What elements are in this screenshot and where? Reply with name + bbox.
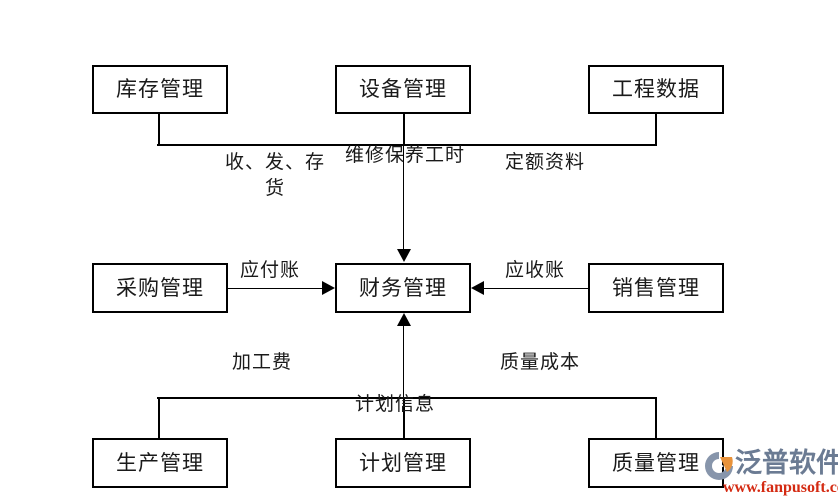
node-equipment-label: 设备管理 (359, 77, 447, 101)
node-finance-label: 财务管理 (359, 275, 447, 300)
watermark-url: www.fanpusoft.com (723, 479, 838, 496)
edge-label-maintenance-hours: 维修保养工时 (345, 145, 466, 166)
connector-top-to-finance (403, 144, 404, 251)
node-purchasing[interactable]: 采购管理 (92, 263, 228, 313)
edge-label-receipt-issue-stock: 收、发、存 货 (224, 152, 325, 199)
arrowhead-sales-to-finance (471, 281, 484, 295)
connector-production-riser (158, 397, 160, 439)
connector-bottom-to-finance (403, 326, 404, 397)
node-production-label: 生产管理 (116, 450, 204, 475)
node-planning-label: 计划管理 (359, 450, 447, 475)
connector-engineering-drop (655, 114, 657, 145)
connector-quality-riser (655, 397, 657, 439)
connector-purchasing-to-finance (228, 288, 323, 289)
fanpusoft-logo-icon (703, 450, 737, 482)
arrowhead-bottom-to-finance (397, 313, 411, 326)
edge-label-processing-fee: 加工费 (232, 352, 293, 373)
node-purchasing-label: 采购管理 (116, 275, 204, 300)
connector-top-bus (157, 144, 657, 146)
edge-label-quota-data: 定额资料 (505, 152, 586, 173)
watermark-logo: 泛普软件 www.fanpusoft.com (703, 448, 838, 503)
node-sales[interactable]: 销售管理 (588, 263, 724, 313)
connector-planning-riser (403, 397, 405, 439)
connector-equipment-drop (403, 114, 405, 145)
node-equipment[interactable]: 设备管理 (335, 65, 471, 114)
watermark-brand: 泛普软件 (735, 448, 838, 478)
edge-label-quality-cost: 质量成本 (500, 352, 581, 373)
connector-sales-to-finance (484, 288, 588, 289)
node-sales-label: 销售管理 (612, 275, 700, 300)
edge-label-accounts-payable: 应付账 (240, 260, 301, 281)
node-quality-label: 质量管理 (612, 450, 700, 475)
arrowhead-purchasing-to-finance (322, 281, 335, 295)
node-engineering-label: 工程数据 (612, 77, 700, 101)
arrowhead-top-to-finance (397, 249, 411, 262)
node-planning[interactable]: 计划管理 (335, 438, 471, 488)
node-quality[interactable]: 质量管理 (588, 438, 724, 488)
connector-inventory-drop (158, 114, 160, 145)
node-production[interactable]: 生产管理 (92, 438, 228, 488)
connector-bottom-bus (157, 397, 657, 399)
edge-label-accounts-receivable: 应收账 (505, 260, 566, 281)
node-engineering[interactable]: 工程数据 (588, 65, 724, 114)
node-finance[interactable]: 财务管理 (335, 263, 471, 313)
edge-label-plan-info: 计划信息 (355, 394, 436, 415)
node-inventory[interactable]: 库存管理 (92, 65, 228, 114)
node-inventory-label: 库存管理 (116, 77, 204, 101)
